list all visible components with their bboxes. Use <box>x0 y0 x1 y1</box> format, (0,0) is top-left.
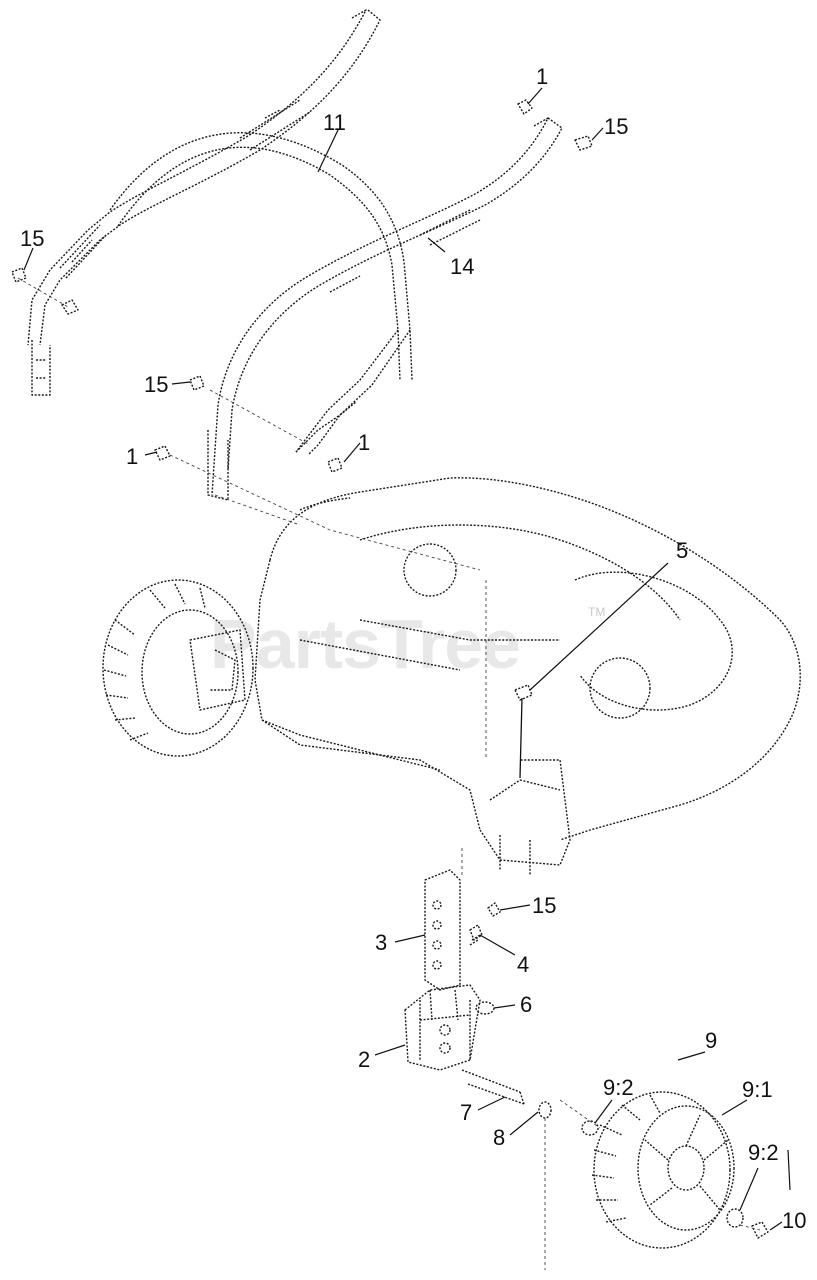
callout-axle-bolt: 7 <box>460 1100 472 1125</box>
upper-handle <box>27 9 413 396</box>
callout-nut-mid-left: 1 <box>126 444 138 469</box>
leader-lines <box>23 87 791 1231</box>
callout-pivot-arm: 2 <box>358 1047 370 1072</box>
hardware <box>11 99 593 779</box>
mower-deck <box>254 477 801 875</box>
lower-handle <box>207 117 563 501</box>
callout-screw-top-right: 15 <box>604 114 628 139</box>
callout-labels: 1 15 11 15 14 15 1 1 5 15 3 4 6 2 9 7 9:… <box>20 64 806 1233</box>
assembly-lines <box>17 277 761 1270</box>
callout-nut-top-right: 1 <box>536 64 548 89</box>
front-wheel <box>581 1091 769 1249</box>
callout-wheel: 9:1 <box>742 1077 773 1102</box>
watermark: PartsTree <box>210 605 520 683</box>
callout-screw-top-left: 15 <box>20 226 44 251</box>
rear-wheel <box>102 579 254 757</box>
callout-bracket: 3 <box>375 930 387 955</box>
callout-spacer: 8 <box>493 1125 505 1150</box>
callout-nut-mid-right: 1 <box>358 430 370 455</box>
callout-axle-nut: 10 <box>782 1208 806 1233</box>
callout-washer-inner: 9:2 <box>603 1075 634 1100</box>
trademark: TM <box>588 605 605 619</box>
callout-pin: 5 <box>676 538 688 563</box>
callout-handle-upper: 11 <box>323 110 346 135</box>
callout-screw-mid-left: 15 <box>144 372 168 397</box>
callout-handle-lower: 14 <box>450 254 474 279</box>
callout-washer-small: 6 <box>520 992 532 1017</box>
callout-screw-bracket: 15 <box>532 893 556 918</box>
callout-washer-outer: 9:2 <box>748 1140 779 1165</box>
callout-wheel-assembly: 9 <box>705 1028 717 1053</box>
callout-spring: 4 <box>517 952 529 977</box>
